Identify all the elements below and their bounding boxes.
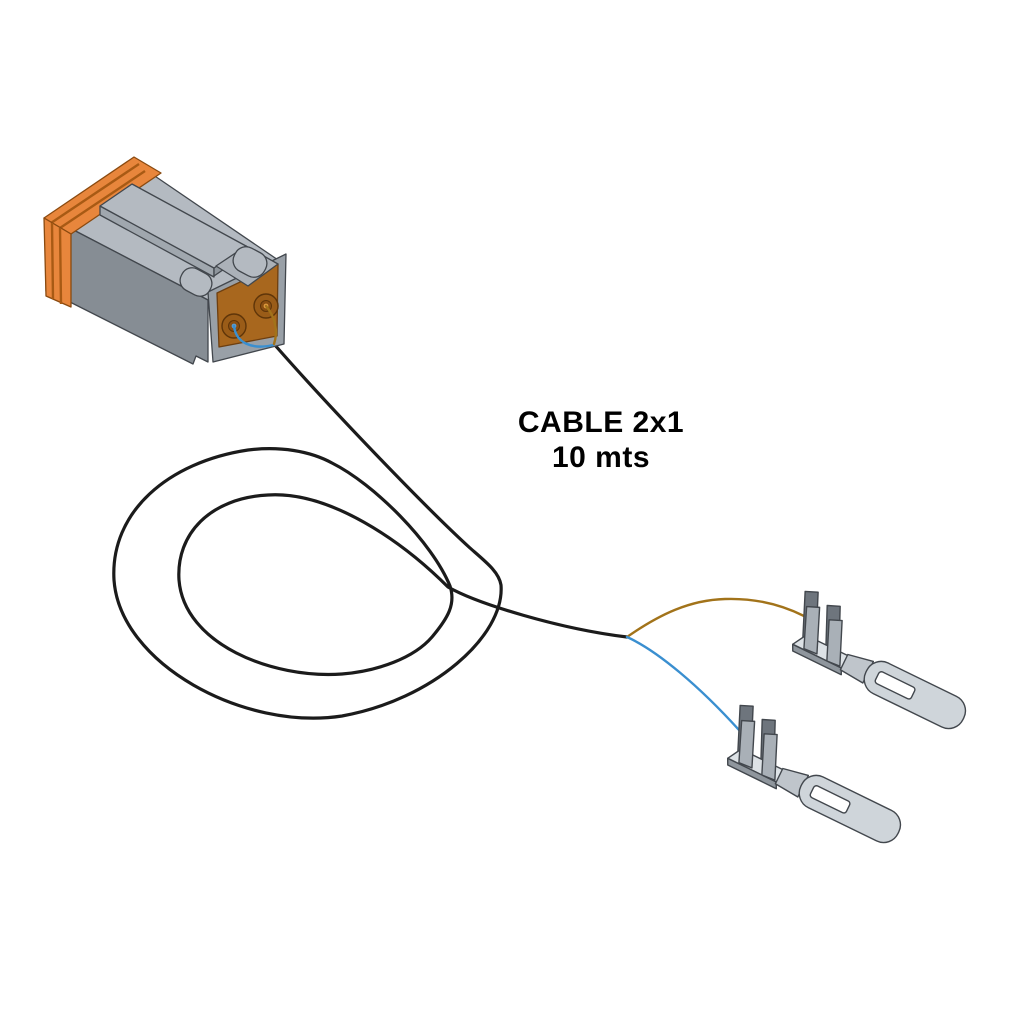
- connector-blue-lead: [232, 324, 275, 348]
- front-seal-strips: [43, 156, 162, 308]
- cable-label-line2: 10 mts: [552, 441, 650, 474]
- cable-label-line1: CABLE 2x1: [518, 406, 684, 439]
- seal-grooves-top: [47, 163, 146, 233]
- connector-orange-lead: [264, 304, 278, 346]
- seal-grooves-left: [50, 222, 63, 305]
- latch-shoulder-bump-left: [179, 267, 213, 297]
- connector-plug: [43, 156, 287, 365]
- terminal-lower: [712, 700, 921, 849]
- seal-strip-left: [43, 217, 72, 308]
- orange-wire-lead: [625, 597, 806, 639]
- latch-shoulder-bump-right: [232, 246, 268, 278]
- terminal-upper: [777, 586, 986, 735]
- blue-wire-lead: [625, 635, 741, 732]
- cable-coil: [112, 342, 629, 720]
